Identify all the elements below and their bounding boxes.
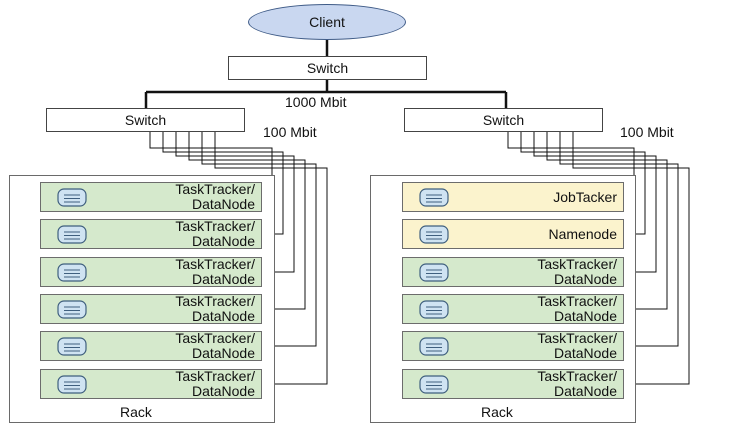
node-text: JobTacker (449, 188, 623, 205)
disk-icon (419, 225, 449, 244)
core-uplink-wire (144, 80, 508, 108)
rack-1-link-speed: 100 Mbit (263, 124, 317, 140)
node-line-1: JobTacker (553, 188, 617, 205)
rack-2-link-wire-5 (559, 132, 679, 347)
rack-1-node-6: TaskTracker/DataNode (40, 369, 262, 399)
disk-icon (57, 375, 87, 394)
node-line-1: TaskTracker/ (175, 330, 255, 346)
node-line-2: DataNode (191, 233, 255, 249)
node-line-2: DataNode (191, 345, 255, 361)
rack-2-label: Rack (481, 404, 513, 420)
rack-1-node-1: TaskTracker/DataNode (40, 182, 262, 212)
rack-1-node-3: TaskTracker/DataNode (40, 257, 262, 287)
node-line-1: TaskTracker/ (175, 293, 255, 309)
disk-icon (57, 188, 87, 207)
node-text: TaskTracker/DataNode (449, 257, 623, 287)
node-line-2: DataNode (553, 271, 617, 287)
disk-icon (57, 225, 87, 244)
core-switch-label: Switch (306, 60, 349, 76)
disk-icon (419, 263, 449, 282)
rack-2-node-5: TaskTracker/DataNode (402, 331, 624, 361)
node-line-2: DataNode (191, 271, 255, 287)
client-label: Client (309, 14, 345, 30)
node-text: TaskTracker/DataNode (87, 182, 261, 212)
rack-1-node-4: TaskTracker/DataNode (40, 294, 262, 324)
rack-2-link-wire-3 (533, 132, 657, 273)
node-line-1: TaskTracker/ (537, 293, 617, 309)
rack-1-link-wire-5 (201, 132, 317, 347)
disk-icon (57, 337, 87, 356)
node-text: TaskTracker/DataNode (449, 369, 623, 399)
node-line-1: TaskTracker/ (175, 218, 255, 234)
rack-2-switch-label: Switch (482, 112, 525, 128)
rack-2-link-wire-2 (520, 132, 646, 235)
client-node: Client (248, 4, 406, 40)
node-line-1: TaskTracker/ (537, 330, 617, 346)
rack-2-node-1: JobTacker (402, 182, 624, 212)
disk-icon (419, 375, 449, 394)
rack-1-node-2: TaskTracker/DataNode (40, 219, 262, 249)
rack-2-link-wire-6 (572, 132, 690, 385)
node-line-1: Namenode (548, 225, 618, 242)
node-line-1: TaskTracker/ (175, 256, 255, 272)
rack-2-node-2: Namenode (402, 219, 624, 249)
rack-2-node-4: TaskTracker/DataNode (402, 294, 624, 324)
rack-2-link-speed: 100 Mbit (620, 124, 674, 140)
disk-icon (419, 300, 449, 319)
rack-2-link-wire-4 (546, 132, 668, 310)
rack-1-switch-label: Switch (124, 112, 167, 128)
node-line-2: DataNode (191, 383, 255, 399)
disk-icon (419, 337, 449, 356)
uplink-speed-label: 1000 Mbit (285, 94, 347, 110)
node-text: TaskTracker/DataNode (87, 369, 261, 399)
node-line-2: DataNode (191, 196, 255, 212)
node-line-2: DataNode (553, 345, 617, 361)
rack-1-link-wire-2 (162, 132, 284, 235)
rack-1-link-wire-6 (214, 132, 328, 385)
node-line-2: DataNode (553, 383, 617, 399)
node-line-2: DataNode (191, 308, 255, 324)
node-line-1: TaskTracker/ (175, 368, 255, 384)
node-text: TaskTracker/DataNode (87, 294, 261, 324)
rack-1-label: Rack (120, 404, 152, 420)
disk-icon (419, 188, 449, 207)
node-text: Namenode (449, 225, 623, 242)
rack-2-node-6: TaskTracker/DataNode (402, 369, 624, 399)
rack-1-switch: Switch (46, 108, 245, 132)
node-text: TaskTracker/DataNode (87, 257, 261, 287)
node-text: TaskTracker/DataNode (87, 219, 261, 249)
node-text: TaskTracker/DataNode (449, 331, 623, 361)
node-text: TaskTracker/DataNode (87, 331, 261, 361)
node-line-2: DataNode (553, 308, 617, 324)
node-text: TaskTracker/DataNode (449, 294, 623, 324)
rack-1-node-5: TaskTracker/DataNode (40, 331, 262, 361)
disk-icon (57, 263, 87, 282)
rack-2-switch: Switch (404, 108, 603, 132)
disk-icon (57, 300, 87, 319)
rack-1-link-wire-3 (175, 132, 295, 273)
rack-1-link-wire-4 (188, 132, 306, 310)
node-line-1: TaskTracker/ (537, 368, 617, 384)
node-line-1: TaskTracker/ (175, 181, 255, 197)
core-switch: Switch (228, 56, 427, 80)
node-line-1: TaskTracker/ (537, 256, 617, 272)
rack-2-node-3: TaskTracker/DataNode (402, 257, 624, 287)
